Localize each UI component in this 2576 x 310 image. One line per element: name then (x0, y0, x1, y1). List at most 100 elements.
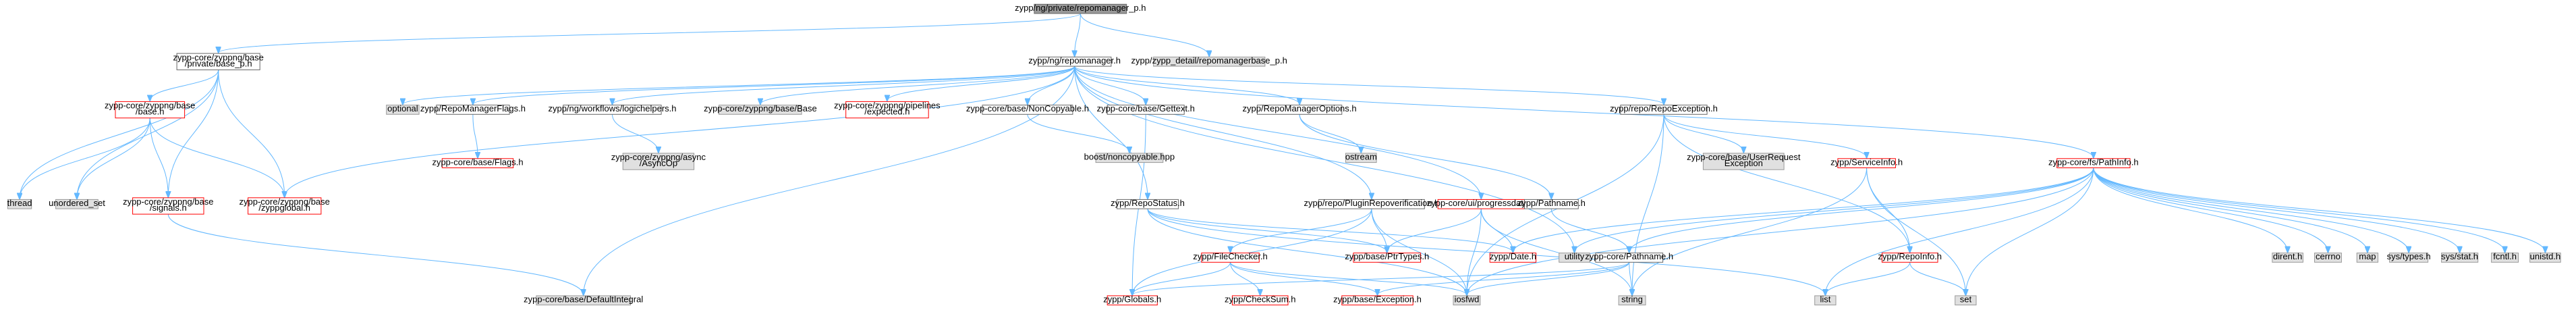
node-checksum[interactable]: zypp/CheckSum.h (1225, 294, 1296, 306)
node-gettext[interactable]: zypp-core/base/Gettext.h (1097, 103, 1195, 115)
node-repomanager-h[interactable]: zypp/ng/repomanager.h (1028, 55, 1121, 67)
node-zyppglobal[interactable]: zypp-core/zyppng/base/zyppglobal.h (239, 197, 330, 215)
node-label: zypp/ng/workflows/logichelpers.h (548, 103, 676, 113)
node-label: zypp-core/zyppng/pipelines (834, 101, 941, 111)
node-iosfwd[interactable]: iosfwd (1453, 294, 1481, 306)
node-sysstat[interactable]: sys/stat.h (2441, 251, 2479, 263)
edge-logichelpers-to-asyncop (612, 114, 659, 153)
node-logichelpers[interactable]: zypp/ng/workflows/logichelpers.h (548, 103, 677, 115)
node-zyppng-base-base[interactable]: zypp-core/zyppng/base/base.h (105, 101, 195, 119)
node-map[interactable]: map (2356, 251, 2378, 263)
edge-core-pathname-to-iosfwd (1467, 262, 1630, 295)
node-label: unordered_set (49, 198, 105, 208)
node-ostream[interactable]: ostream (1345, 151, 1377, 163)
node-label: thread (7, 198, 32, 208)
node-exception[interactable]: zypp/base/Exception.h (1333, 294, 1422, 306)
node-label: zypp/RepoManagerOptions.h (1243, 103, 1357, 113)
node-repostatus[interactable]: zypp/RepoStatus.h (1111, 198, 1185, 209)
edge-pluginrepoverification-to-filechecker (1231, 209, 1372, 252)
node-box (1231, 295, 1289, 306)
node-globals[interactable]: zypp/Globals.h (1103, 294, 1161, 306)
node-cerrno[interactable]: cerrno (2314, 251, 2342, 263)
node-zypp-pathname[interactable]: zypp/Pathname.h (1517, 198, 1586, 209)
node-box (386, 105, 420, 115)
node-box (982, 105, 1073, 115)
edge-root-to-repomanager-h (1075, 13, 1081, 56)
node-label: utility (1565, 251, 1585, 261)
edge-progressdata-to-ptrtypes (1387, 209, 1482, 252)
edge-repoexception-to-serviceinfo (1663, 114, 1867, 157)
edge-repostatus-to-iosfwd (1147, 209, 1467, 295)
node-noncopyable[interactable]: zypp-core/base/NonCopyable.h (966, 103, 1089, 115)
node-pathinfo[interactable]: zypp-core/fs/PathInfo.h (2048, 157, 2139, 169)
node-repomanagerflags[interactable]: zypp/RepoManagerFlags.h (420, 103, 526, 115)
node-progressdata[interactable]: zypp-core/ui/progressdata.h (1427, 198, 1536, 209)
node-utility[interactable]: utility (1559, 251, 1590, 263)
node-box (1559, 253, 1590, 263)
node-label: zypp-core/Pathname.h (1585, 251, 1673, 261)
edge-core-pathname-to-string (1629, 262, 1632, 295)
node-filechecker[interactable]: zypp/FileChecker.h (1193, 251, 1268, 263)
node-label: zypp/repo/RepoException.h (1610, 103, 1718, 113)
edge-signals-to-defaultintegral (167, 214, 583, 295)
node-ptrtypes[interactable]: zypp/base/PtrTypes.h (1345, 251, 1429, 263)
node-list[interactable]: list (1814, 294, 1837, 306)
node-box (1955, 295, 1977, 306)
node-boost-noncopyable[interactable]: boost/noncopyable.hpp (1084, 151, 1175, 163)
node-asyncop[interactable]: zypp-core/zyppng/async/AsyncOp (611, 152, 706, 170)
node-optional[interactable]: optional (386, 103, 420, 115)
node-flags[interactable]: zypp-core/base/Flags.h (432, 157, 524, 169)
node-fcntl[interactable]: fcntl.h (2491, 251, 2519, 263)
edge-zypp-pathname-to-core-pathname (1550, 209, 1629, 252)
node-base-p[interactable]: zypp-core/zyppng/base/private/base_p.h (173, 52, 264, 70)
node-label: unistd.h (2530, 251, 2561, 261)
edge-base-p-to-zyppglobal (218, 70, 285, 197)
node-defaultintegral[interactable]: zypp-core/base/DefaultIntegral (524, 294, 643, 306)
node-box (436, 105, 510, 115)
edge-serviceinfo-to-repoinfo (1866, 167, 1910, 253)
edge-pathinfo-to-sysstat (2093, 167, 2460, 253)
edge-repomanager-h-to-zyppglobal (285, 66, 1075, 197)
node-dirent[interactable]: dirent.h (2272, 251, 2303, 263)
node-string[interactable]: string (1618, 294, 1646, 306)
node-set[interactable]: set (1955, 294, 1977, 306)
node-date[interactable]: zypp/Date.h (1489, 251, 1537, 263)
node-label: zypp-core/base/Gettext.h (1097, 103, 1195, 113)
node-box (2491, 253, 2519, 263)
edge-filechecker-to-checksum (1230, 262, 1260, 295)
edge-repomanager-h-to-pluginrepoverification (1074, 66, 1372, 199)
edge-repoexception-to-string (1632, 114, 1664, 295)
node-signals[interactable]: zypp-core/zyppng/base/signals.h (123, 197, 214, 215)
node-label: zypp-core/ui/progressdata.h (1427, 198, 1536, 208)
node-repomanageroptions[interactable]: zypp/RepoManagerOptions.h (1243, 103, 1357, 115)
node-zyppng-Base[interactable]: zypp-core/zyppng/base/Base (704, 103, 817, 115)
node-box (1038, 56, 1112, 67)
node-repomanagerbase-p[interactable]: zypp/zypp_detail/repomanagerbase_p.h (1131, 55, 1287, 67)
edge-repomanager-h-to-repostatus (1074, 66, 1148, 199)
node-repoinfo[interactable]: zypp/RepoInfo.h (1878, 251, 1942, 263)
node-pluginrepoverification[interactable]: zypp/repo/PluginRepoverification.h (1304, 198, 1439, 209)
node-unistd[interactable]: unistd.h (2529, 251, 2561, 263)
node-box (1034, 3, 1127, 14)
node-label: /signals.h (150, 203, 187, 213)
node-repoexception[interactable]: zypp/repo/RepoException.h (1610, 103, 1718, 115)
node-label: string (1621, 294, 1643, 304)
node-systypes[interactable]: sys/types.h (2387, 251, 2431, 263)
node-core-pathname[interactable]: zypp-core/Pathname.h (1585, 251, 1673, 263)
node-label: cerrno (2316, 251, 2341, 261)
node-label: zypp/ng/private/repomanager_p.h (1015, 3, 1146, 13)
node-box (536, 295, 632, 306)
node-label: /expected.h (864, 107, 909, 117)
node-box (1814, 295, 1837, 306)
node-box (1153, 56, 1266, 67)
node-unordered-set[interactable]: unordered_set (49, 198, 105, 209)
node-serviceinfo[interactable]: zypp/ServiceInfo.h (1830, 157, 1903, 169)
node-expected[interactable]: zypp-core/zyppng/pipelines/expected.h (834, 101, 941, 119)
node-label: zypp/FileChecker.h (1193, 251, 1268, 261)
node-label: sys/types.h (2387, 251, 2431, 261)
node-thread[interactable]: thread (7, 198, 32, 209)
node-label: zypp-core/base/UserRequest (1687, 152, 1801, 162)
node-label: map (2359, 251, 2376, 261)
node-root[interactable]: zypp/ng/private/repomanager_p.h (1015, 3, 1146, 14)
